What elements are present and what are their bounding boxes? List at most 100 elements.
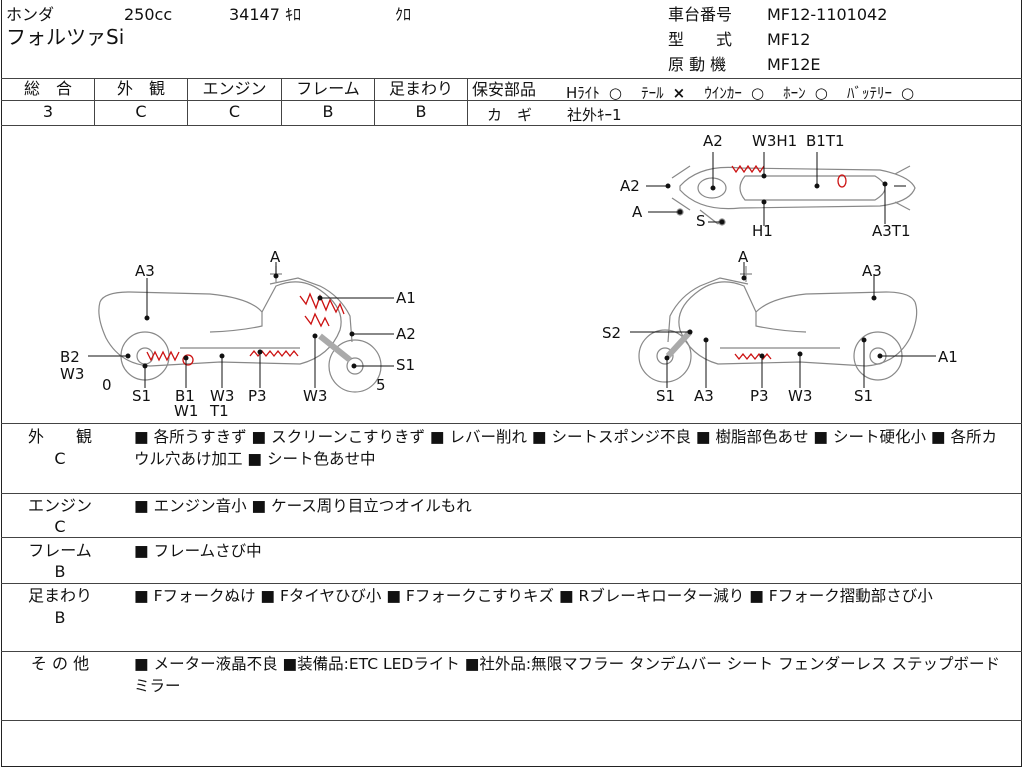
diagram-label-left: W3 [60,365,84,383]
engine-label: 原 動 機 [668,55,727,74]
diagram-label-top: A2 [703,132,723,150]
diagram-label-top: S [696,212,706,230]
grade-frame-label: フレーム [296,79,360,98]
divider [1,423,1022,424]
diagram-label-left: P3 [248,387,267,405]
divider [1,720,1022,721]
remark-grade-suspension: B [54,608,66,627]
left-side-scooter [98,266,382,393]
diagram-label-left: S1 [396,356,415,374]
right-side-scooter [638,266,918,383]
divider [1,537,1022,538]
diagram-label-left: S1 [132,387,151,405]
safety-label: 保安部品 [472,80,537,99]
safety-winker: ｳｲﾝｶｰ [704,84,742,102]
diagram-label-right: A [738,248,749,266]
damage-diagram: A2 W3H1 B1T1 A2 A S H1 A3T1 A A3 A1 A2 B… [60,132,958,420]
grade-frame: B [322,102,334,121]
safety-horn: ﾎｰﾝ [783,84,806,102]
key-value: 社外ｷｰ1 [567,106,622,124]
grade-exterior: C [135,102,147,121]
grade-suspension-label: 足まわり [388,79,453,98]
remark-text-exterior: ■ 各所うすきず ■ スクリーンこすりきず ■ レバー削れ ■ シートスポンジ不… [134,428,997,468]
diagram-label-right: A3 [862,262,882,280]
type-value: MF12 [767,30,811,49]
remark-label-frame: フレーム [28,541,92,560]
divider [1,100,1022,101]
diagram-label-left: 5 [376,376,386,394]
safety-tail-mark: × [672,84,686,102]
divider [1,493,1022,494]
diagram-label-top: H1 [752,222,773,240]
diagram-label-top: A [632,203,643,221]
damage-marks [146,164,847,366]
divider [1,78,1022,79]
grade-engine-label: エンジン [202,79,267,98]
safety-battery-mark: ○ [901,84,915,102]
grade-overall: 3 [42,102,54,121]
safety-items: Hﾗｲﾄ ○ ﾃｰﾙ × ｳｲﾝｶｰ ○ ﾎｰﾝ ○ ﾊﾞｯﾃﾘｰ ○ [566,82,914,103]
diagram-label-left: W3 [210,387,234,405]
remark-grade-exterior: C [54,449,66,468]
diagram-label-right: S1 [656,387,675,405]
divider [1,583,1022,584]
grade-engine: C [228,102,241,121]
diagram-label-left: 0 [102,376,112,394]
diagram-label-left: T1 [209,402,229,420]
safety-battery: ﾊﾞｯﾃﾘｰ [846,84,892,102]
diagram-label-left: A3 [135,262,155,280]
diagram-label-right: P3 [750,387,769,405]
remark-label-suspension: 足まわり [27,586,92,605]
diagram-label-left: W1 [174,402,198,420]
diagram-label-top: A3T1 [872,222,911,240]
remark-label-engine: エンジン [27,496,92,515]
frame-no-label: 車台番号 [668,5,733,24]
divider [1,125,1022,126]
type-label: 型 式 [668,30,733,49]
divider [467,78,468,125]
color: ｸﾛ [395,5,412,24]
maker: ホンダ [6,5,55,24]
safety-winker-mark: ○ [750,84,765,102]
displacement: 250cc [124,5,173,24]
safety-horn-mark: ○ [814,84,828,102]
remark-text-suspension: ■ Fフォークぬけ ■ Fタイヤひび小 ■ Fフォークこすりキズ ■ Rブレーキ… [134,587,933,605]
divider [281,78,282,125]
engine-value: MF12E [767,55,821,74]
diagram-label-right: S2 [602,324,621,342]
diagram-label-left: A2 [396,325,416,343]
diagram-label-right: A3 [694,387,714,405]
remark-label-exterior: 外 観 [27,427,92,446]
remark-text-engine: ■ エンジン音小 ■ ケース周り目立つオイルもれ [134,497,472,515]
diagram-label-left: B1 [175,387,195,405]
diagram-label-left: W3 [303,387,327,405]
diagram-label-right: A1 [938,348,958,366]
grade-suspension: B [415,102,427,121]
top-view-scooter [671,165,916,226]
safety-headlight-mark: ○ [608,84,622,102]
safety-headlight: Hﾗｲﾄ [566,84,600,102]
divider [94,78,95,125]
mileage: 34147 ｷﾛ [229,5,301,24]
remark-text-other: ■ メーター液晶不良 ■装備品:ETC LEDライト ■社外品:無限マフラー タ… [134,655,1001,695]
diagram-label-top: B1T1 [806,132,845,150]
model-name: フォルツァSi [6,25,125,49]
diagram-label-left: B2 [60,348,80,366]
grade-exterior-label: 外 観 [116,79,165,98]
diagram-label-left: A [270,248,281,266]
divider [374,78,375,125]
key-label: カ ギ [487,106,533,124]
remark-grade-engine: C [54,517,66,536]
grade-overall-label: 総 合 [23,79,72,98]
diagram-label-right: W3 [788,387,812,405]
diagram-label-right: S1 [854,387,873,405]
remark-text-frame: ■ フレームさび中 [134,542,262,560]
frame-no: MF12-1101042 [767,5,888,24]
remark-label-other: そ の 他 [30,654,90,673]
safety-tail: ﾃｰﾙ [641,84,664,102]
diagram-label-left: A1 [396,289,416,307]
divider [1,651,1022,652]
diagram-label-top: W3H1 [752,132,797,150]
diagram-label-top: A2 [620,177,640,195]
